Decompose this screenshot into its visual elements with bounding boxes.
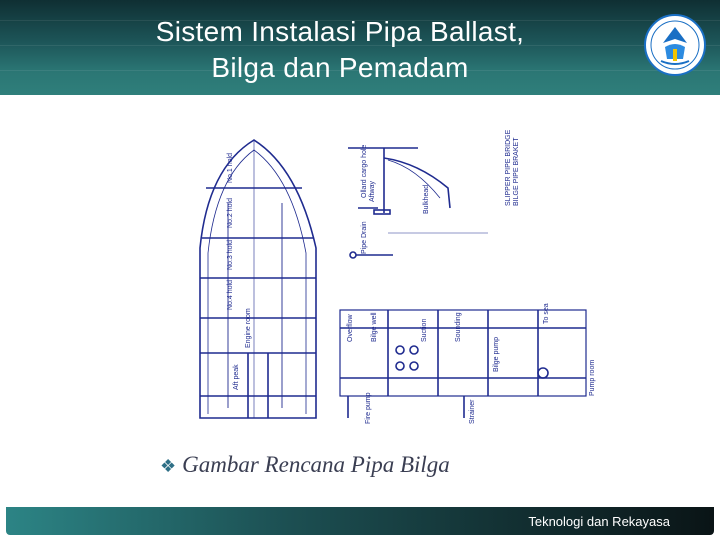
plan-label-top1: Ollard cargo hole <box>361 145 368 198</box>
diamond-bullet-icon: ❖ <box>160 456 177 476</box>
hull-outline <box>199 139 317 419</box>
plan-label-top3: Bulkhead <box>423 185 430 214</box>
hull-label-no4: No.4 hold <box>227 280 234 310</box>
bilge-pipe-plan-drawing: No.1 hold No.2 hold No.3 hold No.4 hold … <box>199 129 596 424</box>
title-line-2: Bilga dan Pemadam <box>211 52 469 83</box>
plan-label-bottom5: Bilge pump <box>493 337 500 372</box>
plan-label-bottom6: To sea <box>543 303 550 324</box>
title-line-1: Sistem Instalasi Pipa Ballast, <box>155 16 525 47</box>
plan-label-top2: Aftway <box>369 180 376 202</box>
plan-label-bottom1: Overflow <box>347 313 354 342</box>
plan-label-bottom2: Bilge well <box>371 312 378 342</box>
plan-label-bottom4: Sounding <box>455 312 462 342</box>
hull-label-aftpeak: Aft peak <box>233 364 240 390</box>
hull-label-no1: No.1 hold <box>227 153 234 183</box>
plan-label-right2: BILGE PIPE BRAKET <box>513 137 520 206</box>
plan-label-bottom8: Fire pump <box>365 392 372 424</box>
figure-caption: ❖Gambar Rencana Pipa Bilga <box>160 452 450 484</box>
caption-text: Gambar Rencana Pipa Bilga <box>182 452 450 477</box>
hull-label-engine: Engine room <box>245 308 252 348</box>
slide-title: Sistem Instalasi Pipa Ballast, Bilga dan… <box>60 14 620 86</box>
plan-label-bottom3: Suction <box>421 319 428 342</box>
slide-header: Sistem Instalasi Pipa Ballast, Bilga dan… <box>0 0 720 95</box>
hull-label-no3: No.3 hold <box>227 240 234 270</box>
footer-text: Teknologi dan Rekayasa <box>528 514 670 529</box>
plan-label-bottom7: Pump room <box>589 360 596 396</box>
tut-wuri-handayani-logo-icon <box>644 14 706 76</box>
slide-footer: Teknologi dan Rekayasa <box>6 507 714 535</box>
plan-label-right1: SLIPPER PIPE BRIDGE <box>505 129 512 206</box>
hull-label-no2: No.2 hold <box>227 198 234 228</box>
plan-label-mid1: Pipe Drain <box>361 221 368 254</box>
plan-label-bottom9: Strainer <box>469 399 476 424</box>
